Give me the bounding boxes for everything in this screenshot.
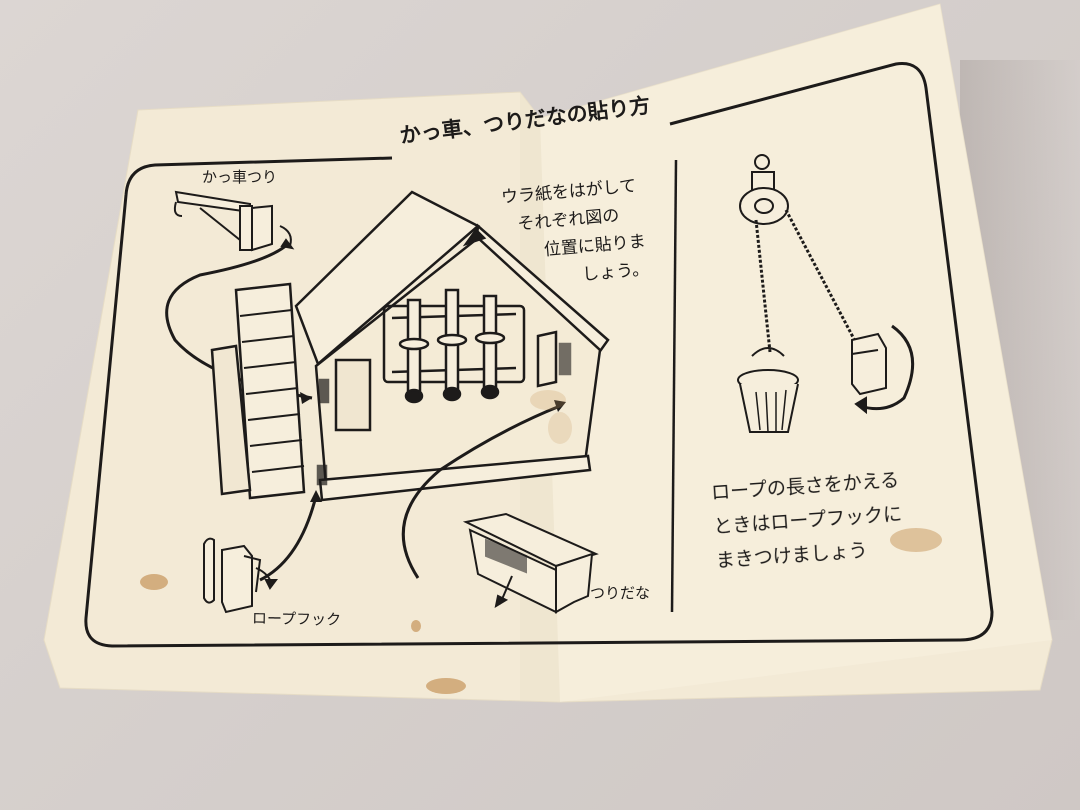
hanging-shelf-illustration	[462, 512, 599, 614]
label-rope-hook: ロープフック	[251, 609, 342, 629]
column-divider	[670, 159, 678, 613]
age-stains	[140, 390, 942, 694]
label-pulley-hanger: かっ車つり	[202, 168, 278, 186]
instruction-left: ウラ紙をはがして それぞれ図の 位置に貼りま しょう。	[500, 172, 650, 296]
label-hanging-shelf: つりだな	[590, 584, 651, 602]
instruction-right: ロープの長さをかえる ときはロープフックに まきつけましょう	[710, 463, 906, 578]
rope-hook-illustration	[203, 537, 278, 614]
pulley-hanger-illustration	[173, 190, 295, 252]
pulley-bucket-illustration	[737, 154, 915, 433]
well-house-illustration	[210, 190, 610, 502]
border-frame	[84, 62, 994, 648]
